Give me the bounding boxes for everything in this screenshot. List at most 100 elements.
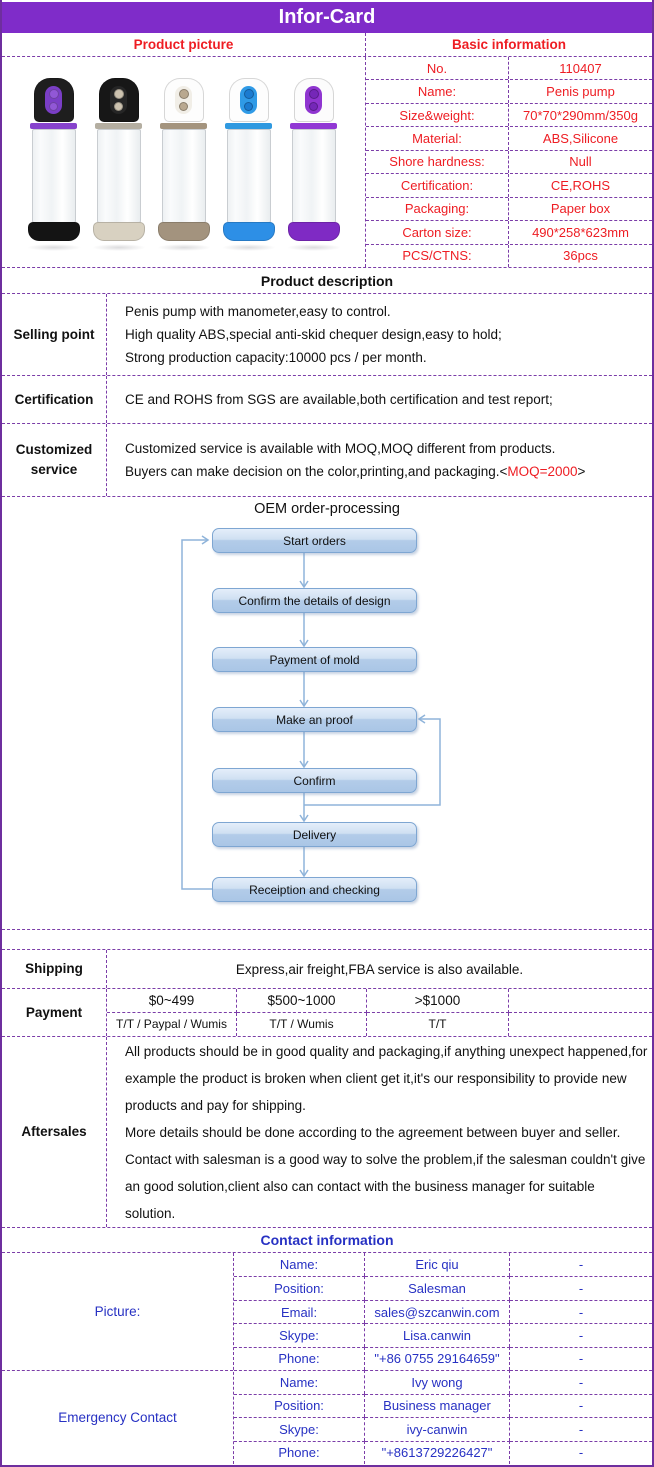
table-row: PCS/CTNS: 36pcs: [366, 244, 652, 267]
certification-row: Certification CE and ROHS from SGS are a…: [2, 376, 652, 424]
pump-base: [27, 222, 80, 241]
selling-point-line: Penis pump with manometer,easy to contro…: [125, 304, 391, 319]
flow-step-make-proof: Make an proof: [212, 707, 417, 732]
basic-info-value: Penis pump: [546, 84, 615, 100]
table-row: Packaging: Paper box: [366, 197, 652, 222]
pump-button-panel: [110, 86, 127, 114]
pump-button-panel: [45, 86, 62, 114]
basic-info-label: Size&weight:: [366, 103, 509, 127]
pump-head: [163, 78, 204, 122]
pump-shadow: [156, 244, 211, 251]
aftersales-label: Aftersales: [2, 1037, 107, 1227]
flow-step-start-orders: Start orders: [212, 528, 417, 553]
pump-head: [293, 78, 334, 122]
contact-value: "+86 0755 29164659": [365, 1346, 510, 1371]
pump-power-button: [48, 89, 59, 99]
contact-field: Name:: [234, 1370, 365, 1394]
selling-point-row: Selling point Penis pump with manometer,…: [2, 294, 652, 376]
basic-info-value: 36pcs: [563, 248, 598, 264]
customized-service-row: Customized service Customized service is…: [2, 424, 652, 497]
payment-tier: $0~499: [107, 989, 237, 1013]
table-row: Certification: CE,ROHS: [366, 174, 652, 198]
selling-point-line: High quality ABS,special anti-skid chequ…: [125, 327, 502, 342]
moq-highlight: MOQ=2000: [507, 464, 578, 479]
product-pump-2: [91, 78, 147, 251]
pump-base: [222, 222, 275, 241]
pump-ring: [225, 123, 272, 129]
contact-value: Ivy wong: [365, 1370, 510, 1394]
basic-info-label: Name:: [366, 80, 509, 103]
contact-field: Phone:: [234, 1346, 365, 1371]
basic-info-label: Material:: [366, 127, 509, 150]
table-row: Size&weight: 70*70*290mm/350g: [366, 103, 652, 128]
pump-head: [228, 78, 269, 122]
contact-extra: -: [510, 1323, 652, 1346]
contact-field: Position:: [234, 1276, 365, 1300]
flow-step-confirm: Confirm: [212, 768, 417, 793]
contact-value: "+8613729226427": [365, 1440, 510, 1464]
pump-base: [287, 222, 340, 241]
pump-power-button: [178, 89, 189, 99]
shipping-label: Shipping: [2, 950, 107, 988]
basic-info-table: No. 110407 Name: Penis pump Size&weight:…: [366, 57, 652, 267]
aftersales-paragraph: All products should be in good quality a…: [125, 1043, 648, 1113]
product-pump-4: [221, 78, 277, 251]
pump-tube: [161, 129, 206, 223]
pump-mode-button: [49, 102, 58, 111]
contact-field: Position:: [234, 1393, 365, 1418]
selling-point-line: Strong production capacity:10000 pcs / p…: [125, 350, 427, 365]
contact-group-column: Picture: Emergency Contact: [2, 1253, 234, 1464]
pump-tube: [291, 129, 336, 223]
basic-information-header: Basic information: [451, 37, 567, 52]
aftersales-content: All products should be in good quality a…: [107, 1037, 652, 1227]
pump-button-panel: [240, 86, 257, 114]
contact-value: Business manager: [365, 1393, 510, 1418]
payment-row: Payment $0~499 $500~1000 >$1000 T/T / Pa…: [2, 989, 652, 1037]
payment-method: [509, 1013, 652, 1037]
pump-ring: [30, 123, 77, 129]
basic-info-value: 110407: [559, 60, 602, 76]
table-row: Name: Penis pump: [366, 80, 652, 104]
contact-extra: -: [510, 1346, 652, 1370]
pump-base: [92, 222, 145, 241]
contact-extra: -: [510, 1393, 652, 1417]
shipping-row: Shipping Express,air freight,FBA service…: [2, 950, 652, 989]
product-picture-panel: [2, 57, 366, 267]
selling-point-content: Penis pump with manometer,easy to contro…: [107, 294, 652, 375]
pump-button-panel: [175, 86, 192, 114]
aftersales-paragraph: More details should be done according to…: [125, 1124, 621, 1140]
pump-power-button: [308, 89, 319, 99]
contact-group-picture: Picture:: [2, 1253, 233, 1371]
payment-label: Payment: [2, 989, 107, 1036]
customized-service-line: Customized service is available with MOQ…: [125, 441, 556, 456]
payment-tier: [509, 989, 652, 1013]
basic-info-value: Null: [569, 154, 592, 170]
contact-value: ivy-canwin: [365, 1417, 510, 1441]
selling-point-label: Selling point: [2, 294, 107, 375]
pump-base: [157, 222, 210, 241]
customized-service-text: Buyers can make decision on the color,pr…: [125, 464, 508, 479]
pump-mode-button: [179, 102, 188, 111]
flow-step-delivery: Delivery: [212, 822, 417, 847]
contact-field: Email:: [234, 1299, 365, 1324]
customized-service-content: Customized service is available with MOQ…: [107, 424, 652, 496]
contact-extra: -: [510, 1276, 652, 1299]
certification-line: CE and ROHS from SGS are available,both …: [125, 392, 553, 407]
basic-info-value: 490*258*623mm: [532, 224, 629, 240]
contact-extra: -: [510, 1440, 652, 1464]
pump-head: [98, 78, 139, 122]
customized-service-line: Buyers can make decision on the color,pr…: [125, 460, 652, 483]
section-header-row: Product picture Basic information: [2, 33, 652, 57]
pump-mode-button: [244, 102, 253, 111]
payment-table: $0~499 $500~1000 >$1000 T/T / Paypal / W…: [107, 989, 652, 1036]
pump-ring: [160, 123, 207, 129]
spacer-row: [2, 930, 652, 950]
contact-value: Salesman: [365, 1276, 510, 1300]
contact-field: Skype:: [234, 1417, 365, 1441]
basic-info-label: Carton size:: [366, 221, 509, 244]
product-picture-header: Product picture: [2, 33, 366, 56]
pump-mode-button: [309, 102, 318, 111]
basic-info-label: PCS/CTNS:: [366, 244, 509, 267]
shipping-value: Express,air freight,FBA service is also …: [235, 961, 524, 977]
